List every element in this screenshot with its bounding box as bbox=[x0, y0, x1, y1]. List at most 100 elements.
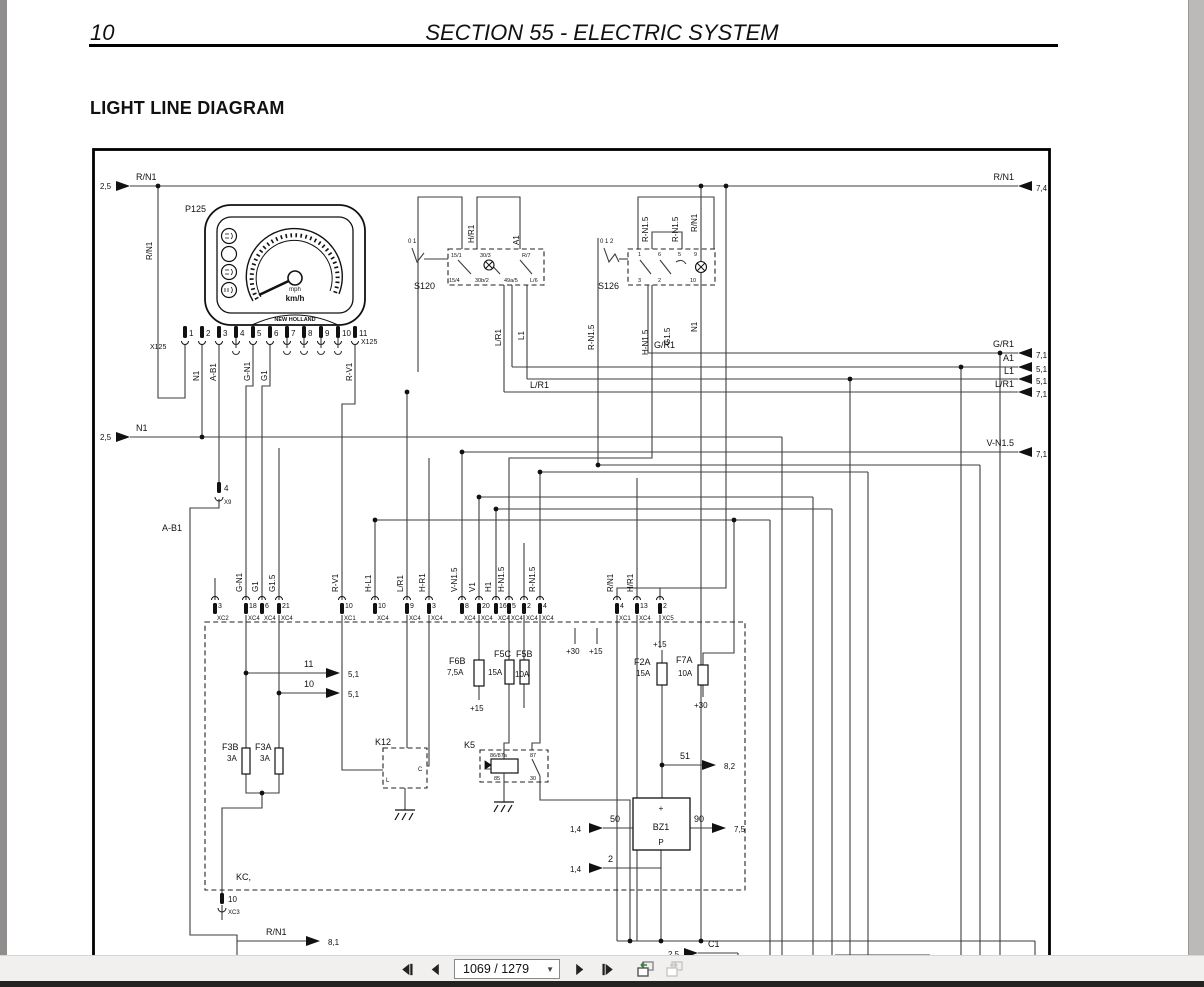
scrollbar-track[interactable] bbox=[1188, 0, 1204, 987]
connector-pin bbox=[302, 326, 306, 338]
page-number: 10 bbox=[90, 20, 115, 45]
first-page-button[interactable] bbox=[396, 959, 416, 979]
svg-text:km/h: km/h bbox=[286, 294, 305, 303]
svg-text:+: + bbox=[659, 804, 664, 813]
connector-pin-number: 5 bbox=[257, 329, 262, 338]
svg-text:C1: C1 bbox=[708, 939, 720, 949]
fuse-f7a: F7A 10A bbox=[676, 655, 709, 686]
wire-name-label: G-N1 bbox=[243, 361, 252, 381]
svg-text:N1: N1 bbox=[690, 321, 699, 332]
svg-text:30b/2: 30b/2 bbox=[475, 278, 489, 284]
svg-text:S126: S126 bbox=[598, 281, 619, 291]
cluster-ref-label: P125 bbox=[185, 204, 206, 214]
connector-pin-number: 2 bbox=[527, 603, 531, 610]
connector-pin bbox=[268, 326, 272, 338]
svg-text:F5C: F5C bbox=[494, 649, 512, 659]
window-bottom-edge bbox=[0, 981, 1204, 987]
connector-x9: 4 X9 bbox=[214, 482, 232, 506]
svg-text:7,5: 7,5 bbox=[734, 825, 746, 834]
svg-text:K5: K5 bbox=[464, 740, 475, 750]
svg-text:0 1: 0 1 bbox=[408, 239, 417, 245]
previous-view-button[interactable] bbox=[635, 959, 655, 979]
connector-pin-number: 3 bbox=[218, 603, 222, 610]
svg-text:1,4: 1,4 bbox=[570, 865, 582, 874]
connector-socket-icon bbox=[371, 596, 379, 601]
diagram-frame bbox=[92, 148, 1051, 978]
svg-text:R-N1.5: R-N1.5 bbox=[671, 216, 680, 242]
svg-text:90: 90 bbox=[694, 814, 704, 824]
connector-pin-number: 4 bbox=[620, 603, 624, 610]
connector-pin bbox=[507, 603, 511, 614]
svg-text:XC3: XC3 bbox=[228, 910, 240, 916]
connector-pin bbox=[183, 326, 187, 338]
connector-pin bbox=[340, 603, 344, 614]
connector-pin-number: 9 bbox=[410, 603, 414, 610]
next-view-button[interactable] bbox=[664, 959, 684, 979]
connector-pin-number: 11 bbox=[359, 329, 368, 338]
connector-pin bbox=[213, 603, 217, 614]
svg-text:5,1: 5,1 bbox=[348, 690, 360, 699]
wire-name-label: R/N1 bbox=[606, 573, 615, 592]
svg-text:A1: A1 bbox=[512, 235, 521, 245]
fuse-f5b: F5B 10A bbox=[515, 649, 533, 685]
svg-text:+15: +15 bbox=[589, 647, 603, 656]
connector-name: XC4 bbox=[481, 616, 493, 622]
svg-text:G1.5: G1.5 bbox=[663, 327, 672, 345]
wire-name-label: H-N1.5 bbox=[497, 566, 506, 592]
svg-text:4: 4 bbox=[224, 484, 229, 493]
svg-text:F2A: F2A bbox=[634, 657, 651, 667]
connector-pin bbox=[658, 603, 662, 614]
svg-text:R/N1: R/N1 bbox=[690, 213, 699, 232]
svg-text:L: L bbox=[386, 778, 390, 784]
connector-pin bbox=[477, 603, 481, 614]
previous-page-icon bbox=[431, 963, 439, 975]
relay-k5: K5 86/87a 87 85 30 bbox=[464, 740, 549, 813]
fuse-f5c: F5C 15A bbox=[488, 649, 515, 685]
svg-text:2,5: 2,5 bbox=[100, 182, 112, 191]
connector-socket-icon bbox=[338, 596, 346, 601]
svg-text:15A: 15A bbox=[488, 668, 503, 677]
connector-socket-icon bbox=[249, 340, 257, 345]
connector-name: XC4 bbox=[377, 616, 389, 622]
svg-text:5,1: 5,1 bbox=[348, 670, 360, 679]
indicator-icons bbox=[220, 227, 238, 299]
fuse-f3b: F3B 3A bbox=[222, 742, 251, 775]
page-dropdown-caret-icon[interactable]: ▼ bbox=[546, 964, 554, 974]
svg-text:BZ1: BZ1 bbox=[653, 822, 670, 832]
svg-text:5: 5 bbox=[678, 252, 681, 258]
next-page-button[interactable] bbox=[569, 959, 589, 979]
connector-socket-icon bbox=[633, 596, 641, 601]
connector-pin bbox=[538, 603, 542, 614]
connector-pin bbox=[494, 603, 498, 614]
page-number-input[interactable]: 1069 / 1279 ▼ bbox=[454, 959, 560, 979]
connector-pin bbox=[635, 603, 639, 614]
svg-text:8,2: 8,2 bbox=[724, 762, 736, 771]
connector-socket-icon bbox=[458, 596, 466, 601]
connector-socket-icon bbox=[266, 340, 274, 345]
svg-text:+30: +30 bbox=[566, 647, 580, 656]
connector-pin-number: 6 bbox=[265, 603, 269, 610]
svg-text:L/R1: L/R1 bbox=[530, 380, 549, 390]
lamp-icon bbox=[483, 259, 495, 271]
svg-text:49a/5: 49a/5 bbox=[504, 278, 518, 284]
svg-text:H/R1: H/R1 bbox=[467, 224, 476, 243]
unconnected-stub bbox=[231, 338, 241, 356]
unconnected-stub bbox=[316, 338, 326, 356]
wire-name-label: G-N1 bbox=[235, 572, 244, 592]
wiring-diagram: 2,5 R/N1 R/N1 7,4 G/R1 7,1 A1 5,1 L1 5,1… bbox=[92, 148, 1052, 978]
last-page-button[interactable] bbox=[598, 959, 618, 979]
unconnected-stub bbox=[299, 338, 309, 356]
connector-pin bbox=[522, 603, 526, 614]
connector-pin-number: 13 bbox=[640, 603, 648, 610]
svg-text:F3A: F3A bbox=[255, 742, 272, 752]
svg-text:6: 6 bbox=[658, 252, 661, 258]
connector-pin bbox=[217, 326, 221, 338]
section-title: SECTION 55 - ELECTRIC SYSTEM bbox=[425, 20, 779, 45]
svg-text:+15: +15 bbox=[653, 640, 667, 649]
svg-text:L1: L1 bbox=[1004, 366, 1014, 376]
relay-k12: K12 L C bbox=[375, 737, 428, 821]
svg-text:X125: X125 bbox=[361, 339, 377, 346]
previous-page-button[interactable] bbox=[425, 959, 445, 979]
switch-s126: 0 1 2 S126 1 6 5 9 3 2 10 bbox=[598, 239, 716, 291]
